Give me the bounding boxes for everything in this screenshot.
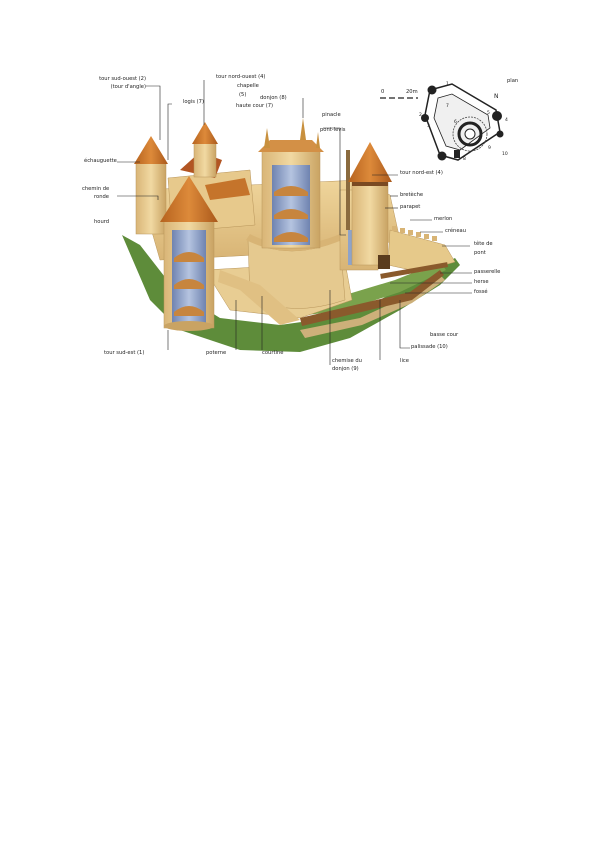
label-fosse: fossé	[474, 289, 488, 295]
label-courtine: courtine	[262, 350, 283, 356]
label-creneau: créneau	[445, 228, 466, 234]
herse	[378, 255, 390, 269]
plan-gate	[454, 150, 460, 158]
label-herse: herse	[474, 279, 489, 285]
label-chemin-de-ronde-1: chemin de	[82, 186, 109, 192]
plan-num-1: 1	[446, 82, 449, 88]
plan-num-2: 2	[419, 113, 422, 119]
plan-num-8: 8	[463, 157, 466, 163]
label-chapelle-num: (5)	[239, 92, 246, 98]
label-breteche: bretèche	[400, 192, 423, 198]
label-tour-angle: (tour d'angle)	[74, 84, 146, 90]
label-donjon: donjon (8)	[260, 95, 287, 101]
plan-num-3: 3	[427, 124, 430, 130]
plan-title: plan	[507, 78, 518, 84]
pinacle-2	[264, 128, 270, 148]
plan-tower-2	[421, 114, 429, 122]
plan-num-6: 6	[454, 120, 457, 126]
label-parapet: parapet	[400, 204, 420, 210]
plan-tower-1	[428, 86, 437, 95]
plan-north: N	[494, 94, 499, 100]
label-pont-levis: pont-levis	[320, 127, 346, 133]
plan-num-4: 4	[505, 118, 508, 124]
plan-scale-zero: 0	[381, 89, 384, 95]
plan-inset	[380, 84, 504, 161]
tour-sud-est-base	[164, 321, 214, 331]
label-poterne: poterne	[206, 350, 226, 356]
tour-nord-ouest-body	[194, 142, 216, 177]
pinacle-1	[300, 118, 306, 140]
label-pinacle: pinacle	[322, 112, 341, 118]
label-echauguette: échauguette	[84, 158, 117, 164]
label-basse-cour: basse cour	[430, 332, 458, 338]
label-haute-cour: haute cour (7)	[236, 103, 273, 109]
plan-tower-3	[492, 111, 502, 121]
plan-num-7: 7	[446, 104, 449, 110]
tour-nord-est-roof	[348, 142, 392, 182]
label-merlon: merlon	[434, 216, 452, 222]
pinacle-3	[316, 132, 320, 148]
plan-scale-label: 20m	[406, 89, 418, 95]
label-tete-de-pont-1: tête de	[474, 241, 493, 247]
tour-nord-ouest-roof	[192, 122, 218, 144]
tour-nord-est-body	[352, 180, 388, 265]
label-chemise-donjon-1: chemise du	[332, 358, 362, 364]
pont-levis-beam	[346, 150, 350, 230]
label-tour-nord-ouest: tour nord-ouest (4)	[216, 74, 265, 80]
label-chapelle: chapelle	[237, 83, 259, 89]
label-chemise-donjon-2: donjon (9)	[332, 366, 359, 372]
label-chemin-de-ronde-2: ronde	[94, 194, 109, 200]
label-palissade: palissade (10)	[411, 344, 448, 350]
tour-sud-ouest-body	[136, 162, 166, 234]
label-tete-de-pont-2: pont	[474, 250, 486, 256]
label-tour-nord-est: tour nord-est (4)	[400, 170, 443, 176]
tour-sud-ouest-roof	[134, 136, 168, 164]
label-lice: lice	[400, 358, 409, 364]
plan-donjon-core	[465, 129, 475, 139]
label-passerelle: passerelle	[474, 269, 500, 275]
label-tour-sud-ouest: tour sud-ouest (2)	[74, 76, 146, 82]
label-hourd: hourd	[94, 219, 109, 225]
plan-tower-5	[497, 131, 504, 138]
plan-tower-4	[438, 152, 447, 161]
label-tour-sud-est: tour sud-est (1)	[104, 350, 144, 356]
label-logis: logis (7)	[160, 99, 204, 105]
plan-num-9: 9	[488, 146, 491, 152]
plan-num-10: 10	[502, 152, 508, 158]
plan-num-5: 5	[487, 111, 490, 117]
tour-nord-est-hourd	[352, 182, 388, 186]
